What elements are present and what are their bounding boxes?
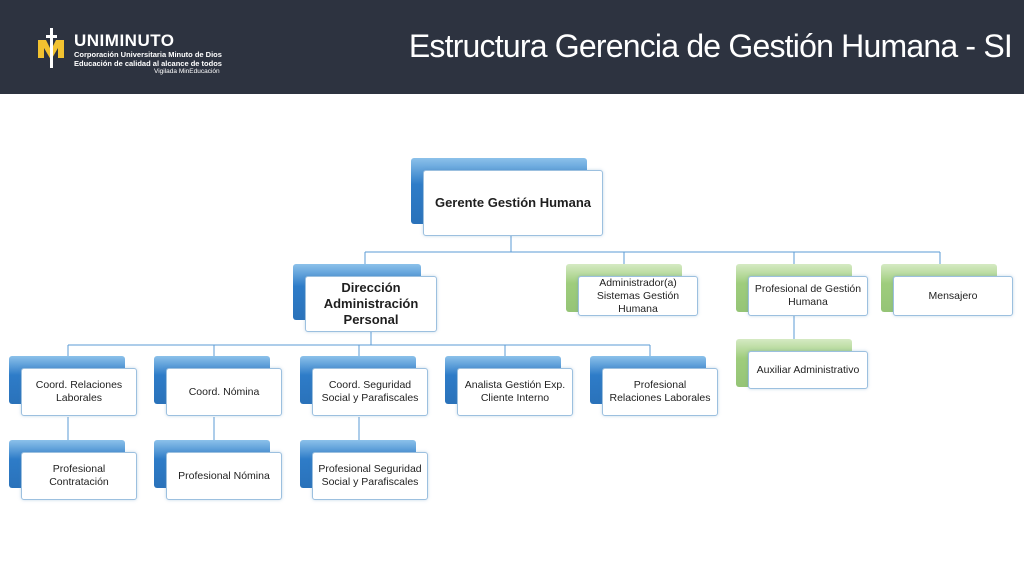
logo-name: UNIMINUTO [74,31,175,50]
slide-title: Estructura Gerencia de Gestión Humana - … [408,28,1013,64]
node-coord-nomina-label: Coord. Nómina [166,368,282,416]
node-prof-contratacion-label: Profesional Contratación [21,452,137,500]
node-coord-relaciones-label: Coord. Relaciones Laborales [21,368,137,416]
header-bar: UNIMINUTO Corporación Universitaria Minu… [0,0,1024,94]
node-analista-label: Analista Gestión Exp. Cliente Interno [457,368,573,416]
node-coord-seguridad-label: Coord. Seguridad Social y Parafiscales [312,368,428,416]
uniminuto-logo: UNIMINUTO Corporación Universitaria Minu… [36,26,236,76]
node-prof-seguridad-label: Profesional Seguridad Social y Parafisca… [312,452,428,500]
node-prof-relaciones-label: Profesional Relaciones Laborales [602,368,718,416]
node-mensajero-label: Mensajero [893,276,1013,316]
node-profesional-gh-label: Profesional de Gestión Humana [748,276,868,316]
node-auxiliar-label: Auxiliar Administrativo [748,351,868,389]
logo-tagline-3: Vigilada MinEducación [154,68,220,75]
node-gerente-label: Gerente Gestión Humana [423,170,603,236]
node-admin-sistemas-label: Administrador(a) Sistemas Gestión Humana [578,276,698,316]
node-direccion-label: Dirección Administración Personal [305,276,437,332]
connector-gerente-level1 [364,236,941,264]
md-logo-icon [38,28,64,68]
logo-tagline-1: Corporación Universitaria Minuto de Dios [74,50,222,59]
logo-tagline-2: Educación de calidad al alcance de todos [74,59,222,68]
node-prof-nomina-label: Profesional Nómina [166,452,282,500]
connector-direccion-level2 [67,332,651,356]
